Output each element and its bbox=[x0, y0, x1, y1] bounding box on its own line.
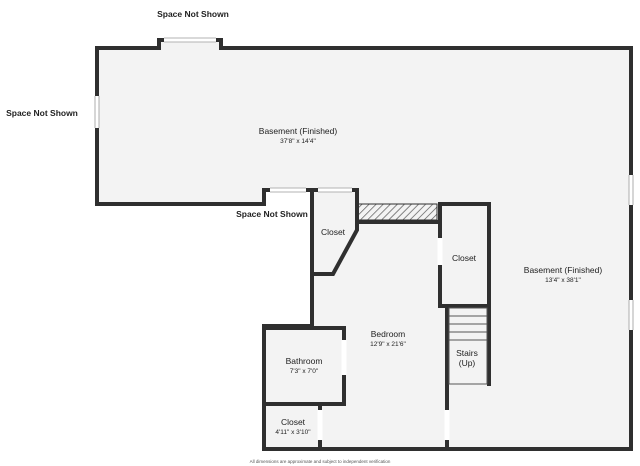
stairs-label-line2: (Up) bbox=[459, 358, 476, 368]
openings bbox=[94, 37, 634, 440]
basement-top-name: Basement (Finished) bbox=[259, 126, 338, 136]
space-not-shown-left-label: Space Not Shown bbox=[6, 108, 78, 118]
basement-right-dims: 13'4" x 38'1" bbox=[545, 277, 581, 284]
basement-right-name: Basement (Finished) bbox=[524, 265, 603, 275]
bedroom-dims: 12'9" x 21'6" bbox=[370, 341, 406, 348]
basement-top-dims: 37'8" x 14'4" bbox=[280, 138, 316, 145]
stairs-label-line1: Stairs bbox=[456, 348, 478, 358]
closet-upper-name: Closet bbox=[321, 227, 346, 237]
space-not-shown-middle-label: Space Not Shown bbox=[236, 209, 308, 219]
opening-edges bbox=[94, 37, 634, 330]
closet-right-name: Closet bbox=[452, 253, 477, 263]
bedroom-name: Bedroom bbox=[371, 329, 406, 339]
footnote: All dimensions are approximate and subje… bbox=[250, 459, 391, 464]
bathroom-name: Bathroom bbox=[286, 356, 323, 366]
closet-small-name: Closet bbox=[281, 417, 306, 427]
bathroom-dims: 7'3" x 7'0" bbox=[290, 368, 319, 375]
stairs-treads bbox=[448, 307, 488, 385]
space-not-shown-top-label: Space Not Shown bbox=[157, 9, 229, 19]
floor-area bbox=[97, 40, 631, 449]
closet-small-dims: 4'11" x 3'10" bbox=[275, 429, 311, 436]
hatched-beam bbox=[357, 203, 438, 221]
